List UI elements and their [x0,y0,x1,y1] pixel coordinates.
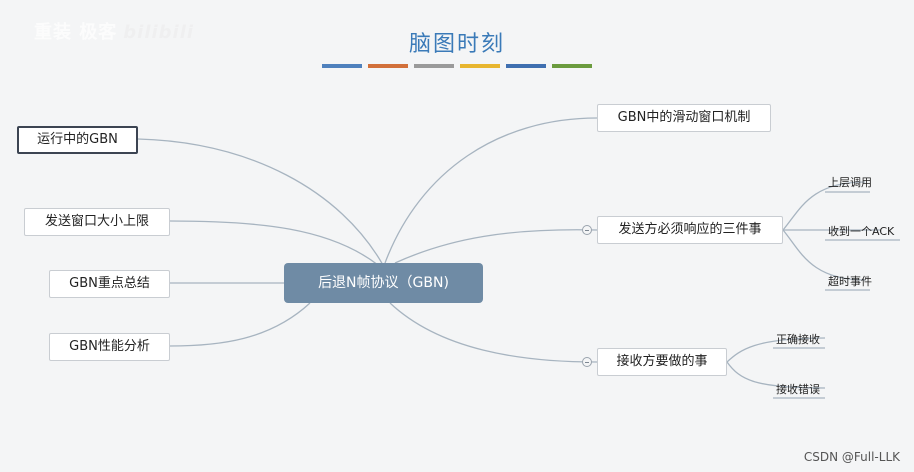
subtopic-error-recv[interactable]: 接收错误 [776,383,820,396]
topic-running-gbn[interactable]: 运行中的GBN [17,126,138,154]
connector-timeout [782,229,866,281]
collapse-receiver-icon[interactable] [582,357,592,367]
subtopic-timeout[interactable]: 超时事件 [828,275,872,288]
subtopic-correct-recv[interactable]: 正确接收 [776,333,820,346]
connector-sender-three [394,229,598,264]
connector-upper-call [782,181,866,231]
title-color-bar [552,64,592,68]
connector-running-gbn [137,138,384,266]
channel-watermark: 重装 极客 [34,22,118,43]
title-color-bar [506,64,546,68]
title-color-bar [414,64,454,68]
topic-sliding-window[interactable]: GBN中的滑动窗口机制 [597,104,771,132]
collapse-sender-icon[interactable] [582,225,592,235]
csdn-watermark: CSDN @Full-LLK [803,450,900,464]
subtopic-ack[interactable]: 收到一个ACK [828,225,895,238]
connector-sliding-window [384,117,598,264]
subtopic-upper-call[interactable]: 上层调用 [828,176,872,189]
connector-error-recv [726,361,826,389]
topic-performance[interactable]: GBN性能分析 [49,333,170,361]
connector-performance [169,302,311,347]
title-color-bar [368,64,408,68]
bilibili-logo: bilibili [123,22,195,43]
title-color-bar [322,64,362,68]
central-topic[interactable]: 后退N帧协议（GBN) [284,263,483,303]
topic-key-summary[interactable]: GBN重点总结 [49,270,170,298]
topic-window-limit[interactable]: 发送窗口大小上限 [24,208,170,236]
title-color-bar [460,64,500,68]
connector-window-limit [169,220,379,266]
connector-receiver [389,302,598,363]
connector-correct-recv [726,337,826,363]
topic-sender-three[interactable]: 发送方必须响应的三件事 [597,216,783,244]
topic-receiver[interactable]: 接收方要做的事 [597,348,727,376]
page-title: 脑图时刻 [408,32,505,57]
